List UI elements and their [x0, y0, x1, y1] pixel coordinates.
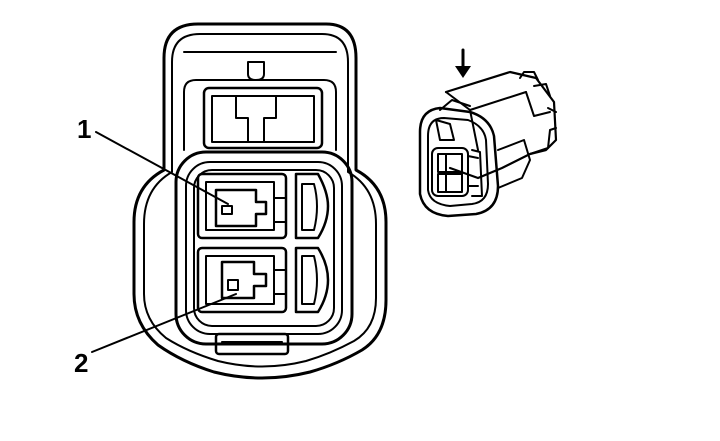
leader-line-1	[95, 131, 229, 205]
connector-isometric-view	[418, 48, 558, 218]
connector-outer-housing	[132, 22, 388, 380]
terminal-cavity-1	[196, 172, 288, 240]
lock-latch	[183, 51, 337, 151]
connector-face-view: 1 2	[74, 22, 388, 380]
callout-2: 2	[74, 348, 88, 378]
connector-housing-inner-edge	[143, 33, 377, 368]
leader-line-2	[91, 293, 237, 353]
bottom-tab	[214, 332, 290, 356]
terminal-cavity-2	[196, 246, 288, 314]
mating-face-outer	[174, 150, 354, 346]
arrow-down-icon	[455, 48, 471, 78]
iso-front-face	[418, 106, 500, 218]
callout-1: 1	[77, 114, 91, 144]
keying-slots	[294, 172, 330, 314]
